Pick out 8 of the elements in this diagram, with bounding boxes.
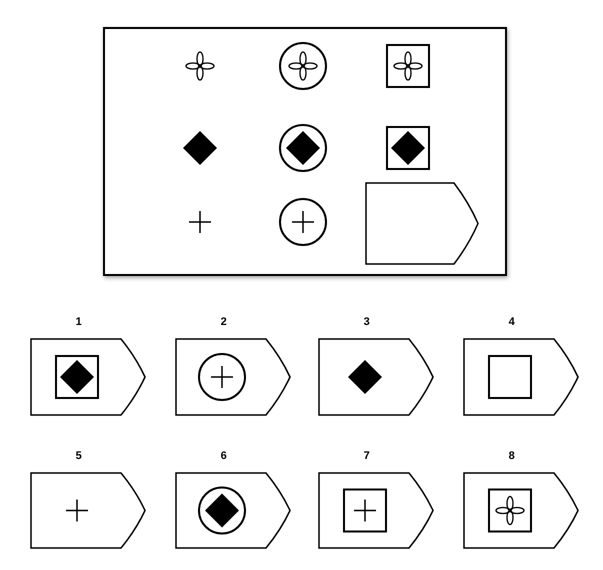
option-number: 8 — [508, 450, 516, 462]
option-number: 5 — [74, 450, 83, 462]
option-number: 4 — [508, 316, 516, 328]
option-number: 2 — [220, 316, 228, 328]
option-number: 3 — [362, 316, 371, 328]
option-number: 7 — [362, 450, 371, 462]
option-number: 6 — [220, 450, 228, 462]
option-number: 1 — [74, 316, 83, 328]
